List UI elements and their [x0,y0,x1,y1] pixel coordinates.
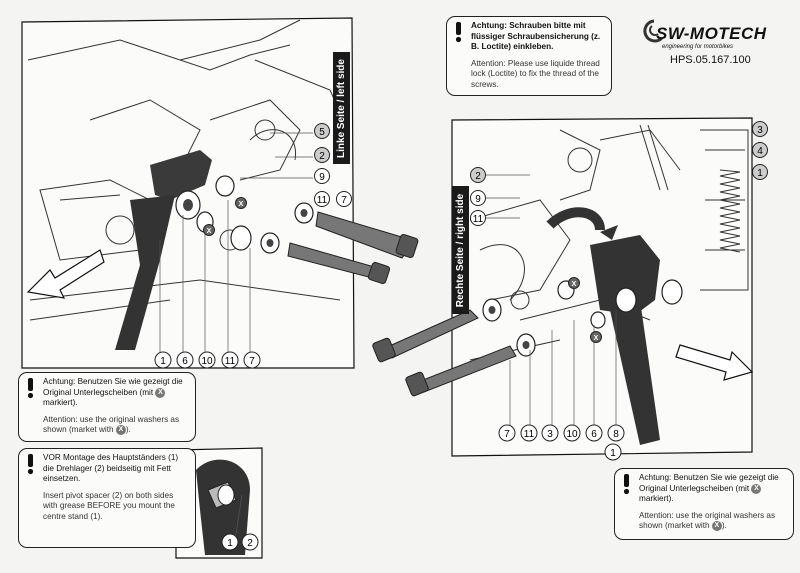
washers-note-right-en-tail: ). [721,521,727,531]
washer-mark-right-1: X [568,277,580,289]
brand-name: SW-MOTECH [656,24,767,43]
callout-pivot-1: 1 [221,533,239,551]
washers-note-right-en-text: Attention: use the original washers as s… [639,510,776,531]
callout-right-top-1: 1 [752,164,768,180]
washers-note-right-de: Achtung: Benutzen Sie wie gezeigt die Or… [639,473,787,505]
callout-right-top-4: 4 [752,142,768,158]
callout-right-bottom-3: 3 [541,424,559,442]
svg-text:11: 11 [524,429,535,440]
svg-text:10: 10 [201,356,213,367]
svg-text:2: 2 [247,538,253,549]
callout-right-top-3: 3 [752,121,768,137]
callout-right-bottom-8: 8 [607,424,625,442]
callout-left-bottom-10: 10 [198,351,216,369]
callout-left-7: 7 [336,191,352,207]
washer-mark-icon: X [751,483,762,494]
svg-text:11: 11 [317,195,328,206]
svg-text:X: X [207,228,212,235]
svg-text:11: 11 [473,214,484,225]
washers-note-right-de-tail: markiert). [639,494,674,504]
pivot-note-de: VOR Montage des Hauptständers (1) die Dr… [43,453,179,483]
svg-text:6: 6 [182,356,188,367]
left-side-label: Linke Seite / left side [333,52,350,164]
svg-text:2: 2 [475,171,481,182]
washers-note-right: Achtung: Benutzen Sie wie gezeigt die Or… [614,468,794,540]
svg-text:3: 3 [757,125,763,136]
washer-mark-icon: X [115,425,126,436]
svg-text:X: X [572,281,577,288]
washers-note-right-de-text: Achtung: Benutzen Sie wie gezeigt die Or… [639,473,779,493]
svg-text:1: 1 [227,538,233,549]
washers-note-left-de: Achtung: Benutzen Sie wie gezeigt die Or… [43,377,189,409]
right-side-label: Rechte Seite / right side [452,186,469,314]
svg-text:8: 8 [613,429,619,440]
svg-text:2: 2 [319,151,325,162]
washers-note-left-de-tail: markiert). [43,398,78,408]
warning-icon [455,22,462,43]
svg-text:9: 9 [319,172,325,183]
svg-text:1: 1 [610,448,616,459]
callout-left-bottom-1: 1 [154,351,172,369]
loctite-note-de: Achtung: Schrauben bitte mit flüssiger S… [471,21,601,51]
callout-right-stand-1: 1 [604,443,622,461]
svg-text:11: 11 [225,356,236,367]
loctite-note: Achtung: Schrauben bitte mit flüssiger S… [446,16,612,96]
brand-block: SW-MOTECH engineering for motorbikes HPS… [643,16,788,71]
svg-text:10: 10 [566,429,578,440]
callout-right-side-11: 11 [470,210,486,226]
callout-right-side-2: 2 [470,167,486,183]
washers-note-left-en: Attention: use the original washers as s… [43,415,189,436]
svg-text:9: 9 [475,194,481,205]
callout-right-bottom-10: 10 [563,424,581,442]
washers-note-left-en-tail: ). [125,425,131,435]
callout-pivot-2: 2 [241,533,259,551]
svg-text:3: 3 [547,429,553,440]
washer-mark-right-2: X [590,331,602,343]
warning-icon [27,454,34,475]
callout-left-bottom-6: 6 [176,351,194,369]
callout-left-2: 2 [314,147,330,163]
brand-tagline: engineering for motorbikes [662,44,734,50]
pivot-note: VOR Montage des Hauptständers (1) die Dr… [18,448,196,548]
svg-text:1: 1 [160,356,166,367]
callout-left-bottom-11: 11 [221,351,239,369]
svg-text:5: 5 [319,127,325,138]
callout-left-5: 5 [314,123,330,139]
loctite-note-en: Attention: Please use liquide thread loc… [471,58,600,89]
washers-note-left: Achtung: Benutzen Sie wie gezeigt die Or… [18,372,196,442]
washer-mark-icon: X [155,387,166,398]
washers-note-right-en: Attention: use the original washers as s… [639,511,787,532]
washer-mark-left-1: X [235,197,247,209]
callout-left-11: 11 [314,191,330,207]
warning-icon [27,378,34,399]
washer-mark-icon: X [711,521,722,532]
svg-text:X: X [594,335,599,342]
callout-right-bottom-7: 7 [498,424,516,442]
callout-left-9: 9 [314,168,330,184]
pivot-note-en: Insert pivot spacer (2) on both sides wi… [43,490,175,521]
callout-right-bottom-6: 6 [585,424,603,442]
callout-right-side-9: 9 [470,190,486,206]
svg-text:X: X [239,201,244,208]
washers-note-left-de-text: Achtung: Benutzen Sie wie gezeigt die Or… [43,377,183,397]
brand-gear-icon [643,19,664,43]
callout-left-bottom-7: 7 [243,351,261,369]
warning-icon [623,474,630,495]
svg-text:7: 7 [249,356,255,367]
svg-text:4: 4 [757,146,763,157]
svg-text:7: 7 [504,429,510,440]
washer-mark-left-2: X [203,224,215,236]
svg-text:6: 6 [591,429,597,440]
washers-note-left-en-text: Attention: use the original washers as s… [43,414,180,435]
svg-text:7: 7 [341,195,347,206]
svg-text:1: 1 [757,168,763,179]
product-code: HPS.05.167.100 [670,54,751,66]
callout-right-bottom-11: 11 [520,424,538,442]
